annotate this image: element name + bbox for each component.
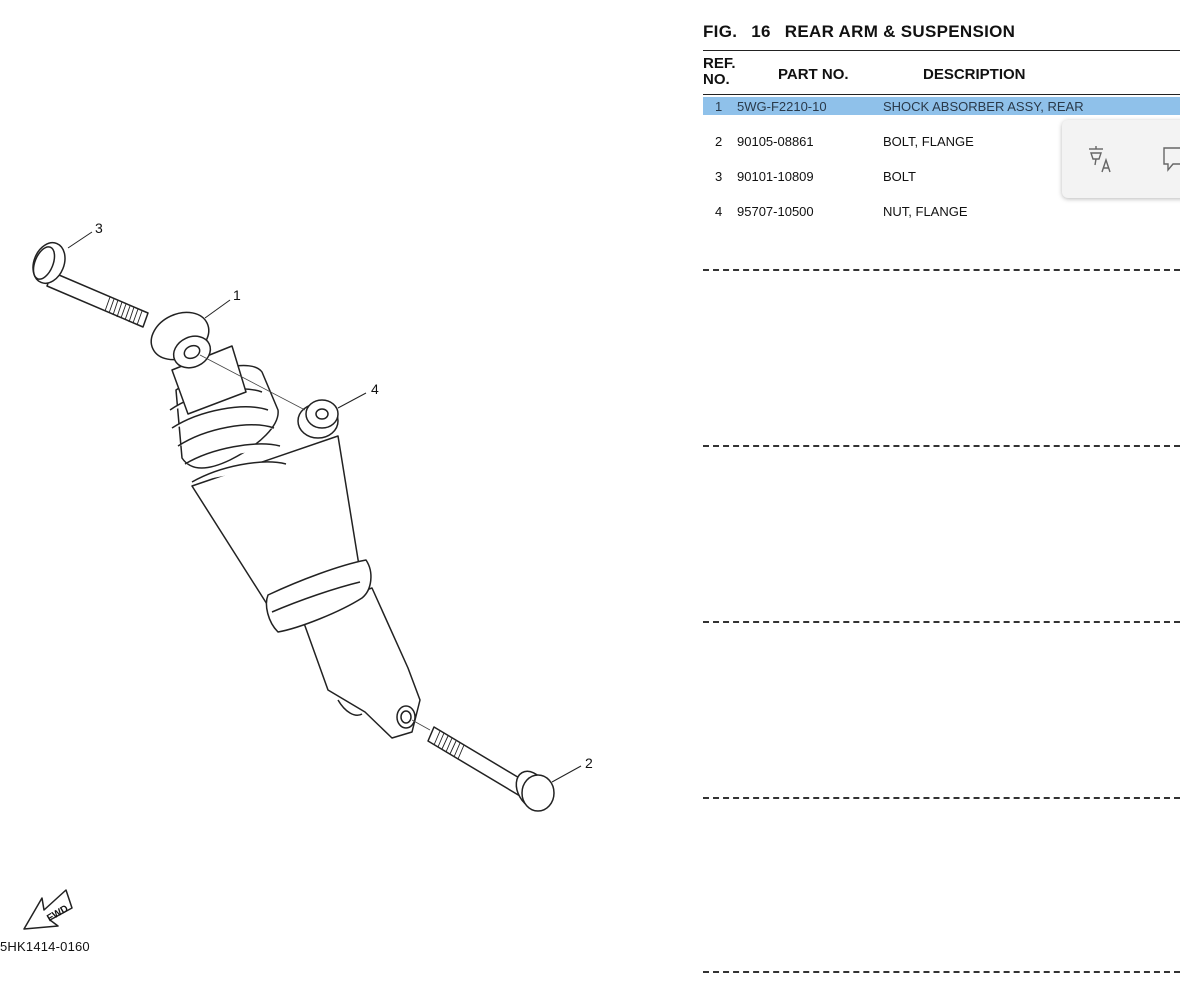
part-no-cell: 5WG-F2210-10	[737, 99, 827, 114]
ref-cell: 3	[715, 169, 723, 184]
description-cell: BOLT	[883, 169, 916, 184]
table-row[interactable]: 4 95707-10500 NUT, FLANGE	[703, 202, 1180, 220]
dashed-separator	[703, 621, 1180, 623]
callout-3: 3	[95, 220, 103, 236]
figure-label: FIG.	[703, 22, 738, 41]
header-divider	[703, 94, 1180, 95]
diagram-code: 5HK1414-0160	[0, 939, 90, 954]
header-part-no: PART NO.	[778, 66, 849, 83]
dashed-separator	[703, 797, 1180, 799]
selection-popup	[1062, 120, 1180, 198]
description-cell: NUT, FLANGE	[883, 204, 968, 219]
translate-icon[interactable]	[1086, 144, 1116, 179]
description-cell: BOLT, FLANGE	[883, 134, 974, 149]
bolt-2-illustration	[427, 726, 555, 812]
callout-4: 4	[371, 381, 379, 397]
figure-name: REAR ARM & SUSPENSION	[784, 22, 1016, 41]
part-no-cell: 90105-08861	[737, 134, 814, 149]
comment-icon[interactable]	[1162, 144, 1180, 179]
dashed-separator	[703, 445, 1180, 447]
part-no-cell: 90101-10809	[737, 169, 814, 184]
nut-4-illustration	[297, 399, 339, 439]
description-cell: SHOCK ABSORBER ASSY, REAR	[883, 99, 1084, 114]
ref-cell: 1	[715, 99, 723, 114]
ref-cell: 2	[715, 134, 723, 149]
ref-cell: 4	[715, 204, 723, 219]
dashed-separator	[703, 971, 1180, 973]
table-row[interactable]: 2 90105-08861 BOLT, FLANGE	[703, 132, 1180, 150]
header-ref-line2: NO.	[703, 71, 730, 88]
part-no-cell: 95707-10500	[737, 204, 814, 219]
header-ref-line1: REF.	[703, 55, 736, 72]
callout-1: 1	[233, 287, 241, 303]
fwd-arrow-icon: FWD	[23, 889, 73, 930]
title-divider	[703, 50, 1180, 51]
table-row[interactable]: 1 5WG-F2210-10 SHOCK ABSORBER ASSY, REAR	[703, 97, 1180, 115]
header-ref-no: REF.NO.	[703, 56, 736, 88]
table-row[interactable]: 3 90101-10809 BOLT	[703, 167, 1180, 185]
callout-2: 2	[585, 755, 593, 771]
parts-diagram: 3 1 4 2 FWD	[23, 220, 593, 930]
bolt-3-illustration	[32, 241, 149, 328]
figure-title: FIG. 16 REAR ARM & SUSPENSION	[703, 22, 1015, 42]
header-description: DESCRIPTION	[923, 66, 1026, 83]
dashed-separator	[703, 269, 1180, 271]
shock-absorber-illustration	[150, 311, 421, 739]
figure-number: 16	[751, 22, 771, 41]
